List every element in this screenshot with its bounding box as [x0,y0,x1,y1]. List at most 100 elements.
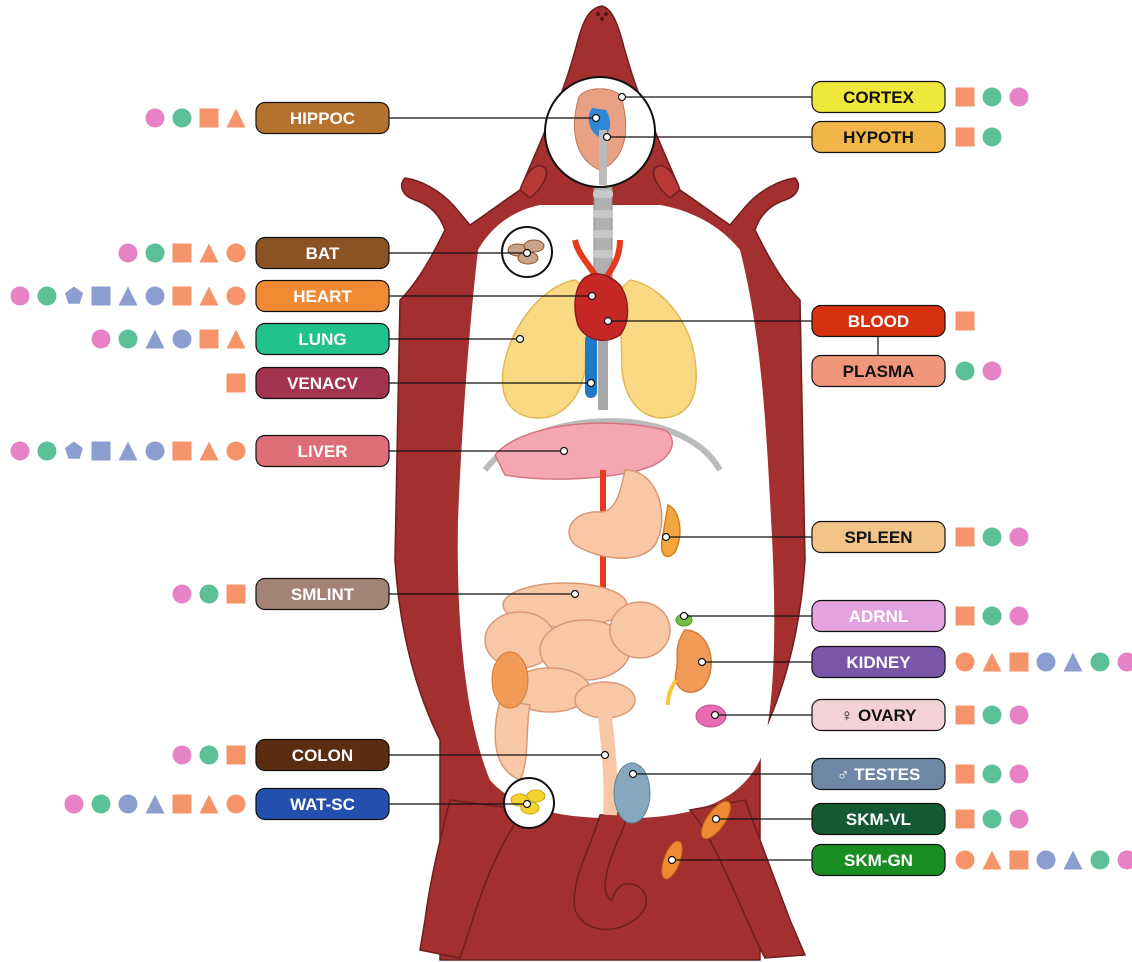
blood-leader-dot [605,318,612,325]
heart-label-text: HEART [293,287,352,306]
blue-triangle-symbol [146,795,165,814]
orange-triangle-symbol [200,442,219,461]
lung-leader-dot [517,336,524,343]
testes-label-text: ♂ TESTES [837,765,921,784]
orange-circle-symbol [227,795,246,814]
green-circle-symbol [38,287,57,306]
kidney-label-text: KIDNEY [846,653,911,672]
green-circle-symbol [983,706,1002,725]
ovary-organ [696,705,726,727]
orange-square-symbol [227,585,246,604]
bat-label-text: BAT [306,244,340,263]
label-adrnl: ADRNL [812,601,945,632]
label-lung: LUNG [256,324,389,355]
green-circle-symbol [983,810,1002,829]
pink-circle-symbol [1010,706,1029,725]
watsc-leader-dot [524,801,531,808]
blue-circle-symbol [1037,653,1056,672]
pink-circle-symbol [11,442,30,461]
label-blood: BLOOD [812,306,945,337]
heart-leader-dot [589,293,596,300]
green-circle-symbol [983,765,1002,784]
green-circle-symbol [1091,851,1110,870]
hippoc-label-text: HIPPOC [290,109,355,128]
orange-square-symbol [1010,653,1029,672]
spleen-label-text: SPLEEN [844,528,912,547]
green-circle-symbol [119,330,138,349]
orange-square-symbol [956,706,975,725]
nose-dot [604,12,608,16]
adrnl-label-text: ADRNL [849,607,909,626]
pink-circle-symbol [1010,810,1029,829]
orange-triangle-symbol [200,244,219,263]
green-circle-symbol [983,607,1002,626]
skmgn-label-text: SKM-GN [844,851,913,870]
venacv-label-text: VENACV [287,374,359,393]
blue-circle-symbol [119,795,138,814]
blue-circle-symbol [146,287,165,306]
green-circle-symbol [173,109,192,128]
label-plasma: PLASMA [812,356,945,387]
green-circle-symbol [983,128,1002,147]
orange-circle-symbol [227,442,246,461]
green-circle-symbol [38,442,57,461]
orange-square-symbol [173,442,192,461]
bat-leader-dot [524,250,531,257]
label-skmvl: SKM-VL [812,804,945,835]
label-liver: LIVER [256,436,389,467]
heart-organ [575,274,627,340]
orange-square-symbol [956,88,975,107]
green-circle-symbol [200,585,219,604]
orange-square-symbol [227,374,246,393]
nose-dot [600,17,604,21]
liver-label-text: LIVER [297,442,347,461]
blue-square-symbol [92,442,111,461]
orange-triangle-symbol [983,851,1002,870]
pink-circle-symbol [1010,765,1029,784]
orange-circle-symbol [227,287,246,306]
orange-square-symbol [1010,851,1029,870]
testes-leader-dot [630,771,637,778]
orange-square-symbol [227,746,246,765]
orange-square-symbol [173,795,192,814]
green-circle-symbol [92,795,111,814]
hypoth-label-text: HYPOTH [843,128,914,147]
orange-square-symbol [956,810,975,829]
orange-triangle-symbol [227,109,246,128]
pink-circle-symbol [65,795,84,814]
label-hypoth: HYPOTH [812,122,945,153]
green-circle-symbol [983,528,1002,547]
brain-zoom [545,77,655,187]
label-watsc: WAT-SC [256,789,389,820]
ovary-label-text: ♀ OVARY [840,706,917,725]
watsc-label-text: WAT-SC [290,795,355,814]
hippoc-leader-dot [593,115,600,122]
blue-circle-symbol [173,330,192,349]
label-ovary: ♀ OVARY [812,700,945,731]
label-heart: HEART [256,281,389,312]
pink-circle-symbol [1010,607,1029,626]
label-spleen: SPLEEN [812,522,945,553]
cecum [492,652,528,708]
lung-label-text: LUNG [298,330,346,349]
orange-square-symbol [173,244,192,263]
orange-square-symbol [200,109,219,128]
green-circle-symbol [146,244,165,263]
orange-triangle-symbol [200,287,219,306]
skmvl-label-text: SKM-VL [846,810,911,829]
blue-circle-symbol [146,442,165,461]
label-kidney: KIDNEY [812,647,945,678]
blue-triangle-symbol [1064,653,1083,672]
label-smlint: SMLINT [256,579,389,610]
smlint-label-text: SMLINT [291,585,355,604]
skmgn-leader-dot [669,857,676,864]
orange-circle-symbol [956,653,975,672]
orange-square-symbol [173,287,192,306]
blood-label-text: BLOOD [848,312,909,331]
plasma-label-text: PLASMA [843,362,915,381]
blue-pentagon-symbol [65,442,83,459]
pink-circle-symbol [92,330,111,349]
pink-circle-symbol [1010,528,1029,547]
label-testes: ♂ TESTES [812,759,945,790]
